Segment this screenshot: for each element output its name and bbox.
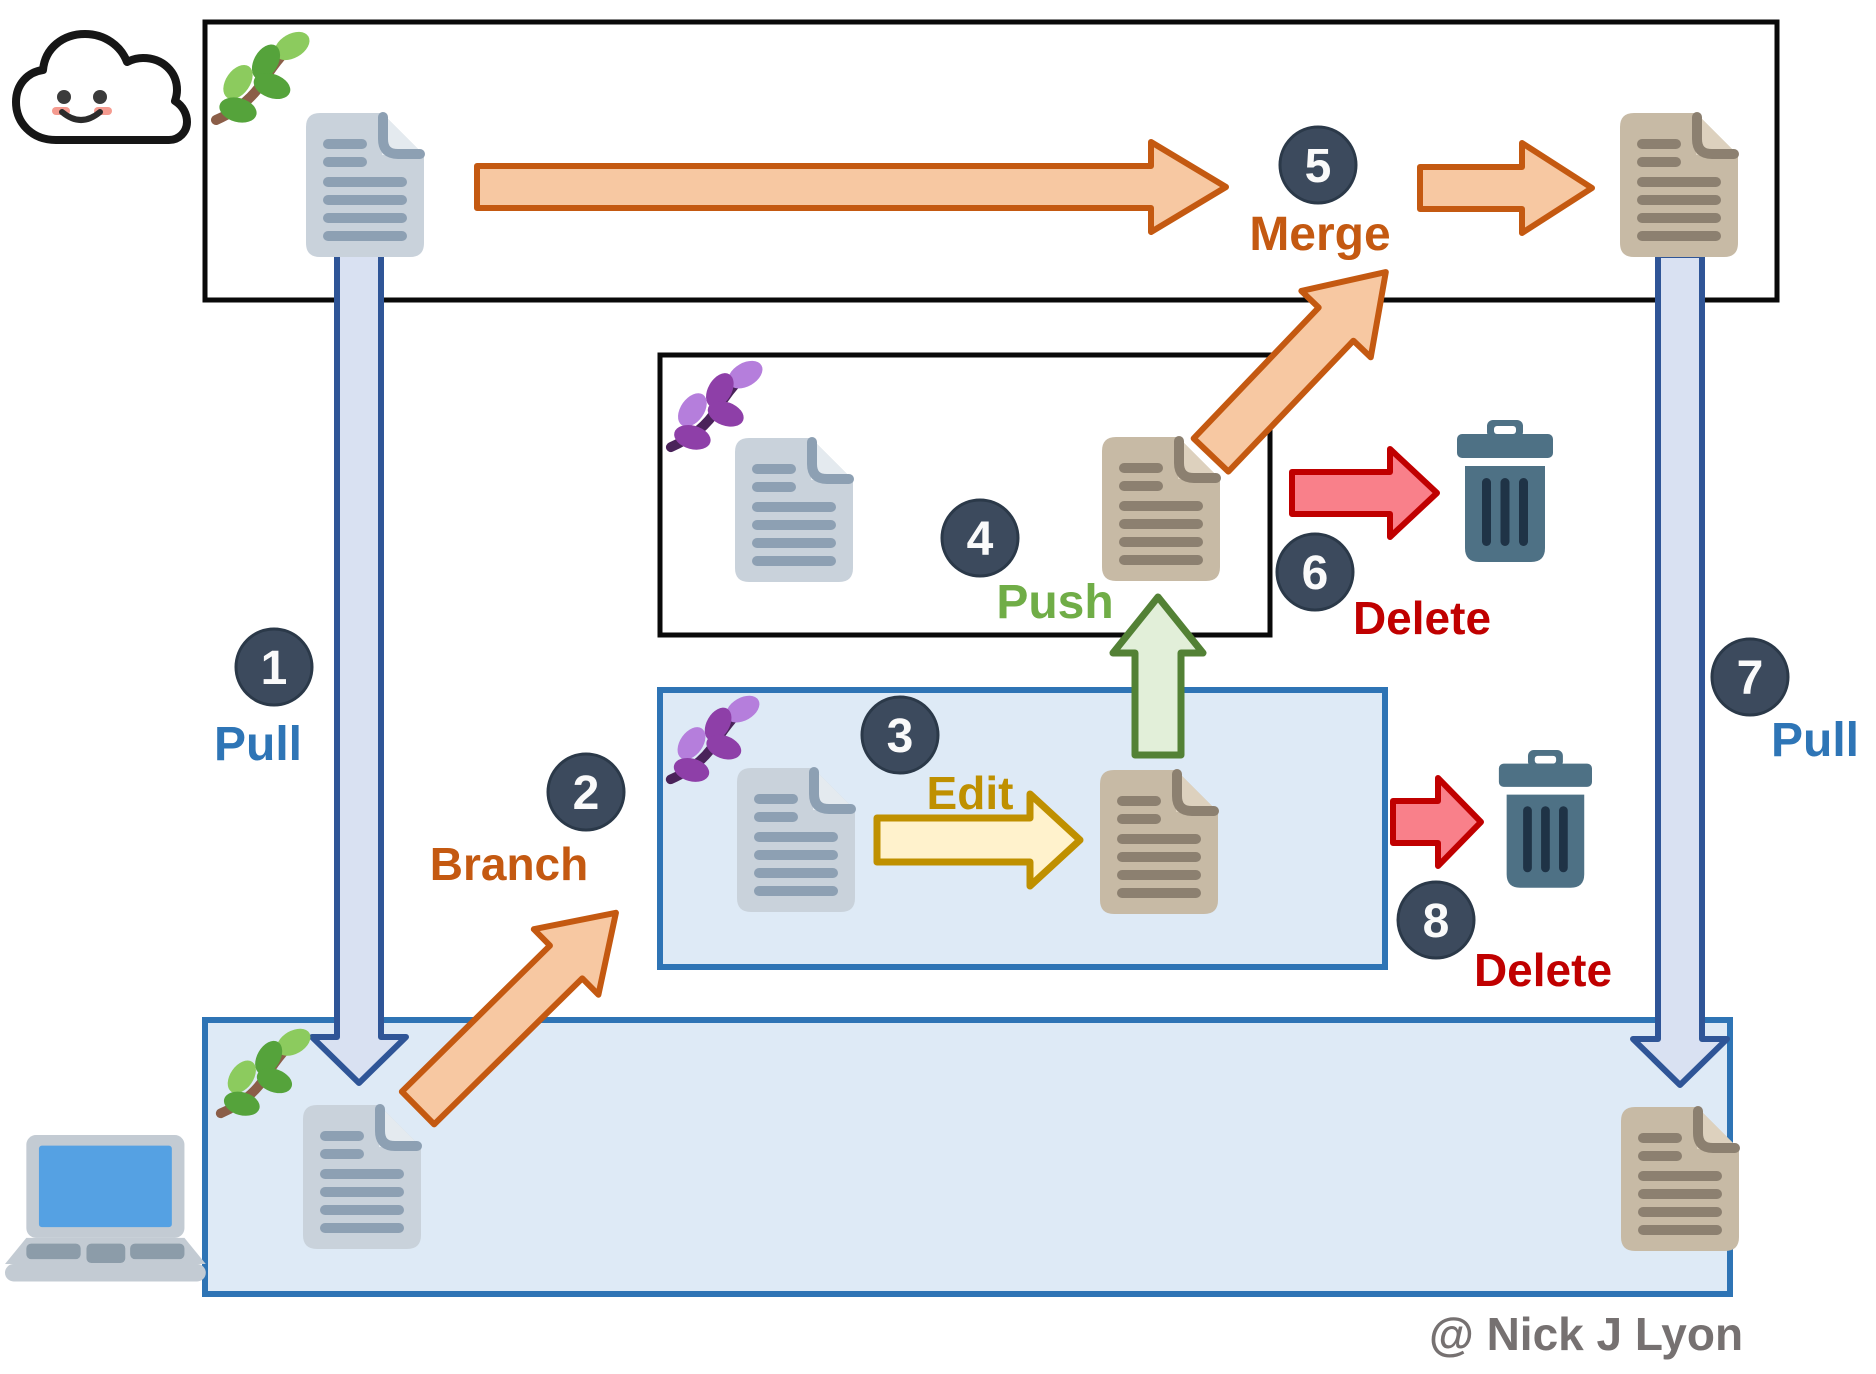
- step-7-number: 7: [1737, 652, 1764, 705]
- push-label: Push: [996, 576, 1113, 629]
- pull-arrow-right: [1630, 252, 1730, 1088]
- trash-icon: [1498, 750, 1592, 888]
- step-8-badge: 8: [1396, 880, 1476, 960]
- merge-label: Merge: [1249, 208, 1390, 261]
- pull-arrow-left: [309, 232, 409, 1086]
- step-1-badge: 1: [234, 627, 314, 707]
- step-2-number: 2: [573, 767, 600, 820]
- merge-arrow-left-segment: [474, 139, 1229, 235]
- local-main-branch-box: [202, 1017, 1733, 1297]
- step-4-badge: 4: [940, 498, 1020, 578]
- step-5-badge: 5: [1278, 125, 1358, 205]
- remote-main-branch-box: [202, 19, 1780, 303]
- author-credit: @ Nick J Lyon: [1429, 1308, 1743, 1360]
- delete-arrow-remote: [1289, 446, 1440, 540]
- step-1-number: 1: [261, 642, 288, 695]
- laptop-icon: [5, 1135, 206, 1282]
- delete-label-local: Delete: [1474, 944, 1612, 996]
- step-5-number: 5: [1305, 140, 1332, 193]
- step-6-badge: 6: [1275, 532, 1355, 612]
- merge-arrow-diagonal: [1190, 269, 1389, 475]
- step-3-number: 3: [887, 710, 914, 763]
- step-8-number: 8: [1423, 895, 1450, 948]
- branch-arrow: [398, 909, 619, 1128]
- delete-arrow-local: [1390, 775, 1484, 869]
- step-6-number: 6: [1302, 547, 1329, 600]
- step-7-badge: 7: [1710, 637, 1790, 717]
- push-arrow: [1109, 593, 1207, 759]
- edit-arrow: [873, 790, 1084, 890]
- pull-label-right: Pull: [1771, 714, 1859, 767]
- merge-arrow-right-segment: [1417, 140, 1595, 236]
- trash-icon: [1457, 420, 1553, 562]
- step-2-badge: 2: [546, 752, 626, 832]
- delete-label-remote: Delete: [1353, 592, 1491, 644]
- branch-label: Branch: [430, 838, 588, 890]
- pull-label-left: Pull: [214, 718, 302, 771]
- step-4-number: 4: [967, 513, 994, 566]
- step-3-badge: 3: [860, 695, 940, 775]
- edit-label: Edit: [927, 767, 1014, 819]
